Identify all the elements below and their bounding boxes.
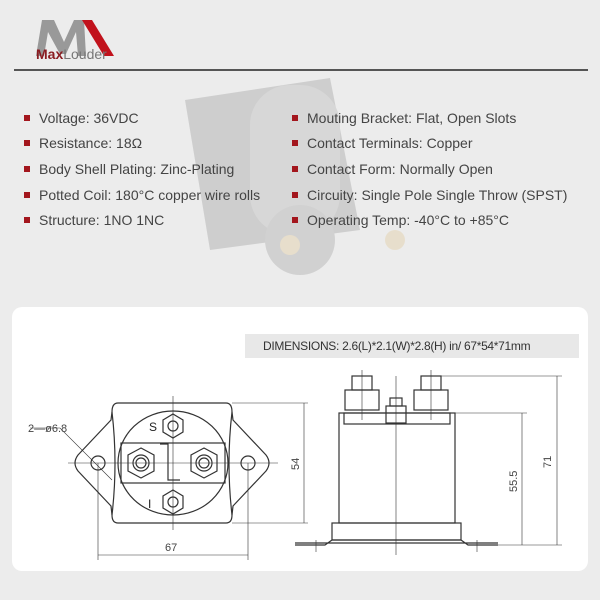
spec-coil: Potted Coil: 180°C copper wire rolls — [24, 187, 260, 203]
spec-temp: Operating Temp: -40°C to +85°C — [292, 212, 509, 228]
terminal-s-label: S — [149, 420, 157, 434]
spec-circuity: Circuity: Single Pole Single Throw (SPST… — [292, 187, 567, 203]
side-total-height-label: 71 — [542, 456, 554, 468]
spec-resistance: Resistance: 18Ω — [24, 135, 142, 151]
header-divider — [14, 69, 588, 71]
spec-contact-form: Contact Form: Normally Open — [292, 161, 493, 177]
side-view-drawing — [295, 370, 562, 555]
width-dimension-label: 67 — [165, 542, 177, 554]
height-dimension-label: 54 — [290, 458, 302, 470]
brand-name: MaxLouder — [36, 46, 107, 62]
terminal-i-label: I — [148, 497, 151, 511]
spec-terminals: Contact Terminals: Copper — [292, 135, 472, 151]
dimensions-banner: DIMENSIONS: 2.6(L)*2.1(W)*2.8(H) in/ 67*… — [245, 334, 579, 358]
spec-plating: Body Shell Plating: Zinc-Plating — [24, 161, 234, 177]
front-view-drawing — [30, 396, 308, 560]
maxlouder-logo — [36, 20, 114, 56]
spec-bracket: Mouting Bracket: Flat, Open Slots — [292, 110, 516, 126]
spec-structure: Structure: 1NO 1NC — [24, 212, 164, 228]
side-body-height-label: 55.5 — [508, 471, 520, 492]
spec-voltage: Voltage: 36VDC — [24, 110, 139, 126]
hole-label: 2—ø6.8 — [28, 423, 67, 435]
